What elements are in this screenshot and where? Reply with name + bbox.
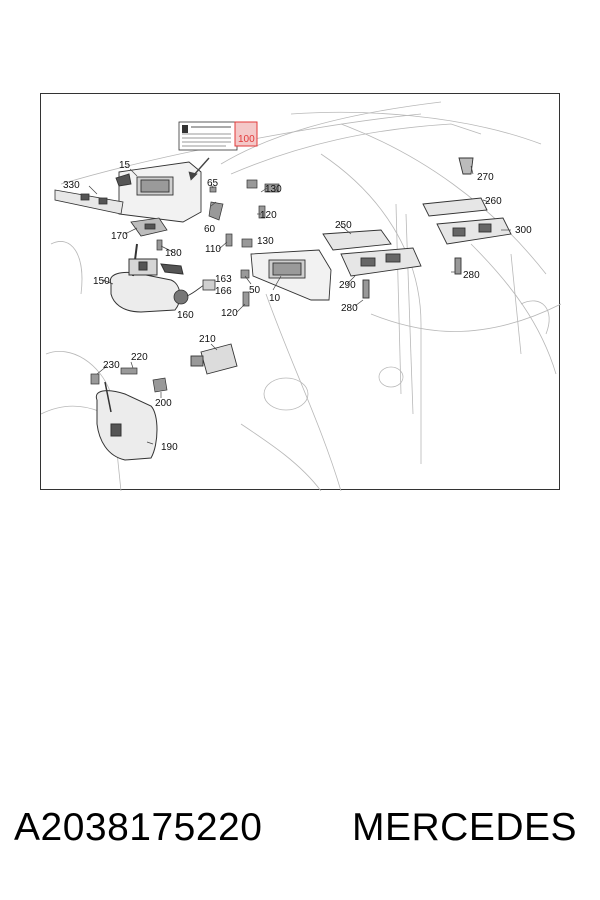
label-65: 65 <box>207 178 219 189</box>
label-10: 10 <box>269 293 281 304</box>
grab-handle-rear <box>422 157 512 275</box>
label-120-b: 120 <box>221 308 238 319</box>
label-130: 130 <box>265 184 282 195</box>
parts-diagram: 15 330 65 130 60 120 100 170 180 110 130… <box>40 93 561 491</box>
sun-visor-left <box>115 161 202 223</box>
label-280-b: 280 <box>463 270 480 281</box>
label-50: 50 <box>249 285 261 296</box>
label-190: 190 <box>161 442 178 453</box>
part-number: A2038175220 <box>14 806 263 849</box>
label-230: 230 <box>103 360 120 371</box>
label-100: 100 <box>238 134 255 145</box>
label-330: 330 <box>63 180 80 191</box>
label-60: 60 <box>204 224 216 235</box>
label-280: 280 <box>341 303 358 314</box>
label-260: 260 <box>485 196 502 207</box>
label-166: 166 <box>215 286 232 297</box>
part-footer: A2038175220 MERCEDES <box>0 806 600 862</box>
label-290: 290 <box>339 280 356 291</box>
label-210: 210 <box>199 334 216 345</box>
leader-lines <box>88 157 511 445</box>
label-120: 120 <box>260 210 277 221</box>
label-300: 300 <box>515 225 532 236</box>
grab-handle-front <box>322 229 422 299</box>
mirror-190 <box>95 381 158 461</box>
part-160 <box>173 283 207 305</box>
label-180: 180 <box>165 248 182 259</box>
part-170 <box>130 217 168 237</box>
callout-labels: 15 330 65 130 60 120 100 170 180 110 130… <box>63 134 532 453</box>
sun-visor-right <box>250 249 332 301</box>
rear-view-mirror <box>109 243 184 313</box>
label-170: 170 <box>111 231 128 242</box>
warning-label <box>178 121 258 151</box>
mirror-hardware <box>90 367 168 393</box>
label-250: 250 <box>335 220 352 231</box>
label-220: 220 <box>131 352 148 363</box>
part-163-166 <box>202 279 216 291</box>
part-330 <box>54 189 124 215</box>
label-200: 200 <box>155 398 172 409</box>
mounting-hardware <box>156 179 280 307</box>
brand-name: MERCEDES <box>352 806 578 849</box>
adhesive-tube <box>190 343 238 375</box>
label-15: 15 <box>119 160 131 171</box>
label-110: 110 <box>205 244 221 255</box>
exploded-view-illustration: 15 330 65 130 60 120 100 170 180 110 130… <box>41 101 561 491</box>
label-150: 150 <box>93 276 110 287</box>
label-160: 160 <box>177 310 194 321</box>
label-163: 163 <box>215 274 232 285</box>
label-130-b: 130 <box>257 236 274 247</box>
label-270: 270 <box>477 172 494 183</box>
